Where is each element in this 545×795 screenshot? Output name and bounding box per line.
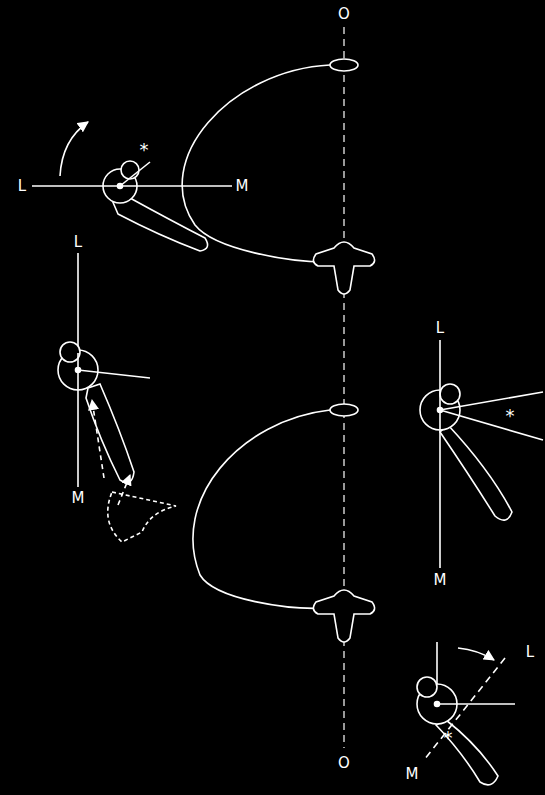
axis-label: O	[338, 7, 350, 22]
axis-label: *	[444, 729, 453, 747]
axis-label: *	[506, 407, 515, 425]
axis-label: M	[406, 767, 419, 782]
axis-label: L	[436, 321, 444, 336]
axis-label: M	[434, 573, 447, 588]
axis-label: M	[236, 179, 249, 194]
axis-label: L	[526, 645, 534, 660]
axis-label: L	[74, 235, 82, 250]
axis-label: *	[140, 141, 149, 159]
axis-label: O	[338, 756, 350, 771]
axis-label: M	[72, 491, 85, 506]
axis-label: L	[18, 179, 26, 194]
